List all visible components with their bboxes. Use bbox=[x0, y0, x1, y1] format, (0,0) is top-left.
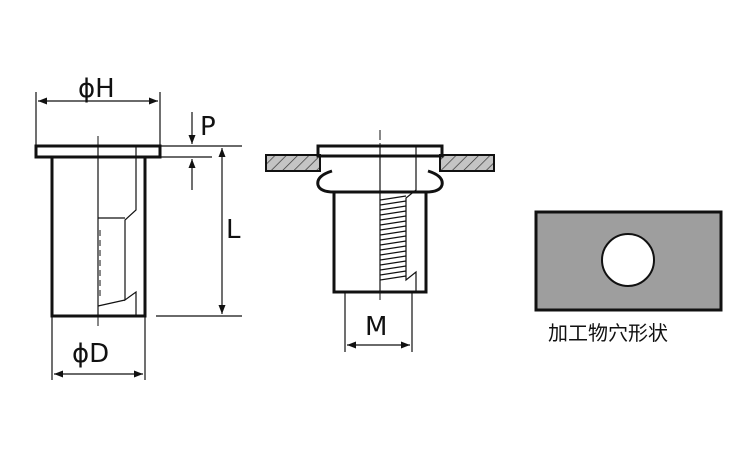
hole-caption: 加工物穴形状 bbox=[548, 321, 668, 345]
dim-p: P bbox=[160, 112, 216, 190]
thread-region bbox=[97, 217, 126, 307]
dim-l: L bbox=[156, 145, 242, 317]
workpiece-hole bbox=[601, 233, 655, 287]
label-phi-d: ϕD bbox=[72, 339, 109, 369]
label-p: P bbox=[200, 112, 216, 142]
dim-phi-d: ϕD bbox=[51, 316, 146, 380]
side-view-left bbox=[34, 136, 162, 326]
label-m: M bbox=[365, 312, 387, 342]
plate-right bbox=[439, 154, 495, 172]
dim-phi-h: ϕH bbox=[35, 74, 161, 146]
label-l: L bbox=[226, 215, 241, 245]
plate-left bbox=[265, 154, 321, 172]
dim-m: M bbox=[344, 292, 413, 352]
installed-view bbox=[265, 130, 495, 300]
hole-shape-view: 加工物穴形状 bbox=[534, 210, 723, 345]
thread-teeth bbox=[379, 195, 407, 281]
label-phi-h: ϕH bbox=[78, 74, 115, 104]
inner-bore bbox=[97, 146, 137, 316]
